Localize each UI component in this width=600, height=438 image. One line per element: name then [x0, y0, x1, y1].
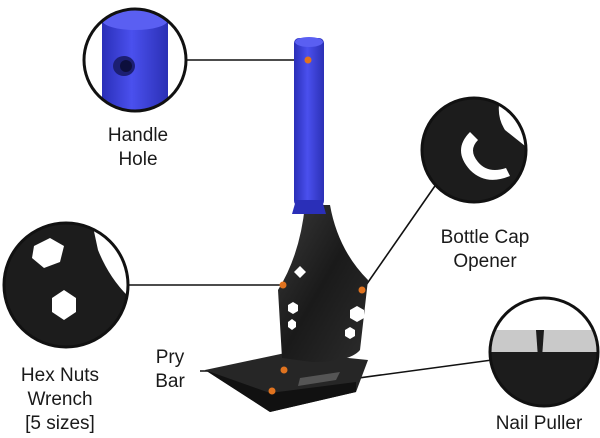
marker-pry-bar [280, 366, 288, 374]
multi-tool-image [205, 37, 368, 412]
marker-nail-puller [268, 387, 276, 395]
label-pry-bar: Pry Bar [140, 346, 200, 394]
zoom-hex-nuts [2, 221, 130, 349]
label-handle-hole: Handle Hole [86, 124, 190, 172]
marker-hex-nuts [279, 281, 287, 289]
label-handle-hole-line2: Hole [118, 149, 158, 170]
handle [294, 38, 324, 206]
zoom-nail-puller [488, 296, 600, 408]
label-handle-hole-line1: Handle [107, 125, 169, 146]
zoom-bottle-cap [420, 96, 528, 204]
label-hex-nuts-wrench: Hex Nuts Wrench [5 sizes] [4, 364, 116, 436]
label-bottle-cap-line1: Bottle Cap [440, 227, 530, 248]
label-nail-puller-line1: Nail Puller [495, 413, 583, 434]
marker-bottle-cap [358, 286, 366, 294]
label-hex-nuts-line3: [5 sizes] [25, 413, 95, 434]
feature-markers [268, 56, 366, 395]
label-hex-nuts-line2: Wrench [27, 389, 93, 410]
label-bottle-cap-line2: Opener [453, 251, 517, 272]
label-hex-nuts-line1: Hex Nuts [20, 365, 100, 386]
label-nail-puller: Nail Puller [478, 412, 600, 436]
label-bottle-cap-opener: Bottle Cap Opener [424, 226, 546, 274]
marker-handle-hole [304, 56, 312, 64]
zoom-handle-hole [82, 7, 188, 113]
wrench-plate [278, 205, 368, 362]
leader-bottle-cap [363, 182, 438, 289]
label-pry-bar-line1: Pry [155, 347, 185, 368]
label-pry-bar-line2: Bar [155, 371, 185, 392]
